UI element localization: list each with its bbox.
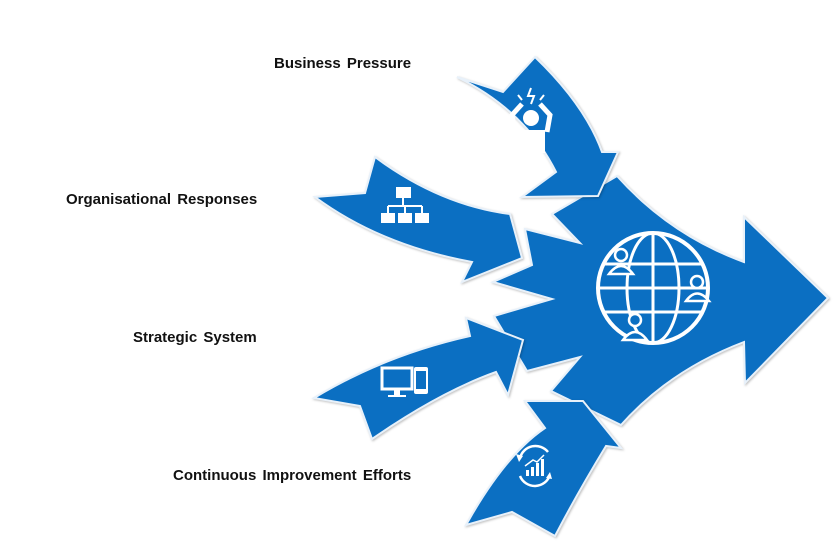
strategic-system-label: Strategic System <box>133 329 257 346</box>
org-chart-icon <box>381 187 429 223</box>
business-pressure-arrow <box>456 55 620 199</box>
main-arrow <box>490 174 830 427</box>
stressed-person-icon <box>509 87 553 153</box>
continuous-improvement-label: Continuous Improvement Efforts <box>173 467 412 484</box>
globe-people-icon <box>596 231 712 345</box>
business-pressure-label: Business Pressure <box>274 55 412 72</box>
devices-icon <box>380 366 428 397</box>
growth-cycle-icon <box>516 444 552 488</box>
organisational-responses-label: Organisational Responses <box>66 191 258 208</box>
